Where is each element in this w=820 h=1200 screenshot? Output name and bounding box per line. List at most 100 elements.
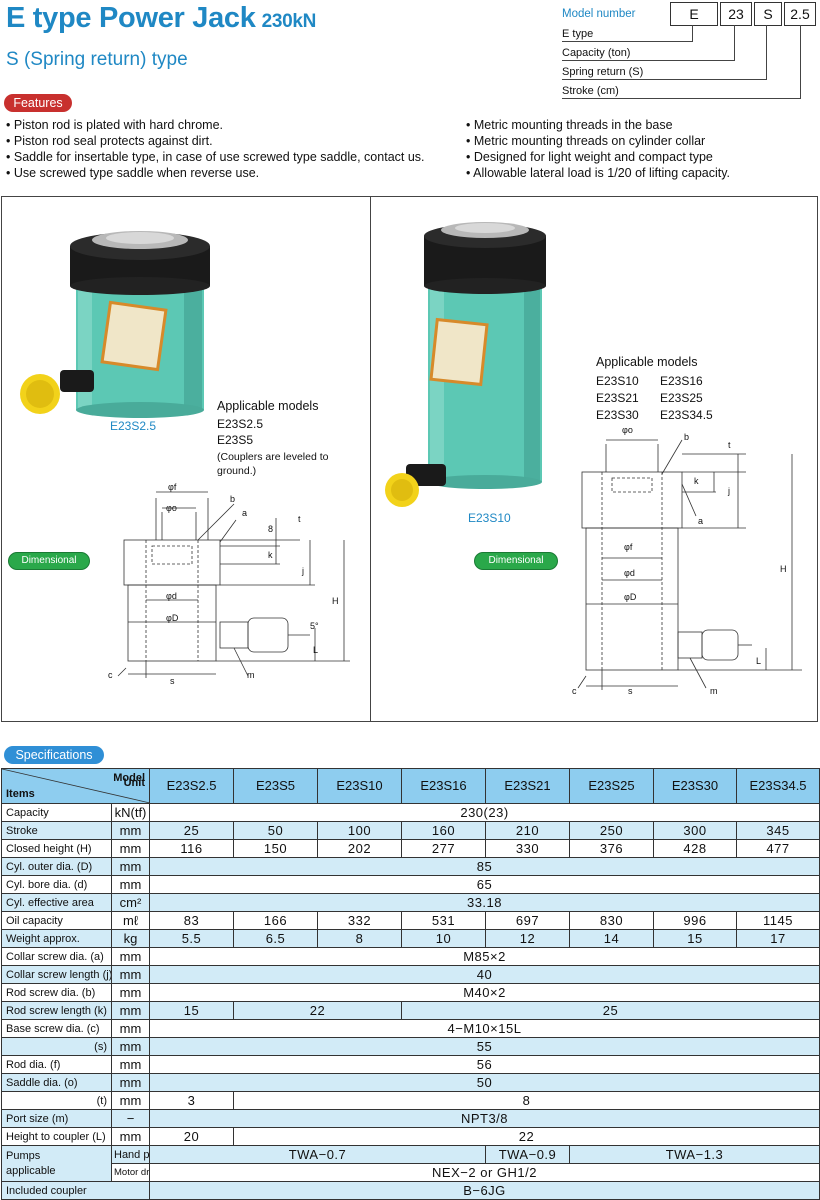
dim-label: s	[628, 686, 633, 696]
row-item-label: Rod screw dia. (b)	[1, 983, 112, 1002]
table-cell: 996	[653, 911, 737, 930]
dim-label: φf	[624, 542, 633, 552]
table-cell: 56	[149, 1055, 820, 1074]
row-item-label: Stroke	[1, 821, 112, 840]
table-cell: 428	[653, 839, 737, 858]
dim-label: s	[170, 676, 175, 686]
dim-label: t	[728, 440, 731, 450]
legend-line	[562, 79, 767, 80]
capacity-label: 230kN	[261, 11, 317, 32]
jack-photo-right	[385, 222, 546, 507]
row-unit: mm	[111, 1127, 150, 1146]
applicable-model: E23S10	[596, 374, 639, 388]
row-item-label: (s)	[1, 1037, 112, 1056]
table-cell: 20	[149, 1127, 234, 1146]
legend-line	[734, 25, 735, 60]
table-cell: TWA−1.3	[569, 1145, 820, 1164]
table-cell: 277	[401, 839, 486, 858]
row-unit: kN(tf)	[111, 803, 150, 822]
legend-line	[692, 25, 693, 41]
table-cell: 1145	[736, 911, 820, 930]
row-item-label: Cyl. effective area	[1, 893, 112, 912]
row-item-label: Collar screw length (j)	[1, 965, 112, 984]
dim-label: c	[572, 686, 577, 696]
row-unit: mm	[111, 965, 150, 984]
table-cell: 25	[149, 821, 234, 840]
dimensional-drawing-left	[117, 491, 350, 678]
dim-label: a	[698, 516, 704, 526]
legend-line	[562, 98, 801, 99]
feature-item: Metric mounting threads in the base	[466, 117, 730, 133]
dim-label: φf	[168, 482, 177, 492]
table-cell: 531	[401, 911, 486, 930]
legend-e-type: E type	[562, 28, 594, 40]
dim-label: 8	[268, 524, 274, 534]
table-cell: 150	[233, 839, 318, 858]
dim-label: b	[684, 432, 690, 442]
row-item-label: Capacity	[1, 803, 112, 822]
dim-label: j	[728, 486, 730, 496]
feature-item: Allowable lateral load is 1/20 of liftin…	[466, 165, 730, 181]
row-unit: mm	[111, 821, 150, 840]
table-cell: NEX−2 or GH1/2	[149, 1163, 820, 1182]
model-part-stroke: 2.5	[784, 2, 816, 26]
table-cell: 40	[149, 965, 820, 984]
model-column-header: E23S10	[317, 768, 402, 804]
row-unit: mm	[111, 1001, 150, 1020]
table-cell: 100	[317, 821, 402, 840]
row-item-label: Weight approx.	[1, 929, 112, 948]
table-cell: 332	[317, 911, 402, 930]
model-column-header: E23S34.5	[736, 768, 820, 804]
dimensional-drawing-badge-left: Dimensional drawing	[8, 552, 90, 582]
jack-photo-left	[20, 231, 210, 418]
row-unit: mm	[111, 1055, 150, 1074]
row-item-label: Base screw dia. (c)	[1, 1019, 112, 1038]
features-badge: Features	[4, 94, 72, 112]
applicable-model: E23S21	[596, 391, 639, 405]
applicable-title-right: Applicable models	[596, 355, 698, 369]
table-cell: 25	[401, 1001, 820, 1020]
title-text: E type Power Jack	[6, 2, 256, 34]
table-cell: 22	[233, 1001, 402, 1020]
model-column-header: E23S2.5	[149, 768, 234, 804]
applicable-model: E23S2.5	[217, 417, 264, 431]
row-unit: mm	[111, 1037, 150, 1056]
table-cell: 17	[736, 929, 820, 948]
corner-unit-label: Unit	[123, 777, 145, 789]
table-cell: 15	[149, 1001, 234, 1020]
row-item-label: Cyl. bore dia. (d)	[1, 875, 112, 894]
table-cell: 300	[653, 821, 737, 840]
dim-label: φo	[622, 425, 633, 435]
dim-label: a	[242, 508, 248, 518]
row-unit: mm	[111, 839, 150, 858]
row-unit: kg	[111, 929, 150, 948]
applicable-note: ground.)	[217, 465, 257, 477]
table-cell: 4−M10×15L	[149, 1019, 820, 1038]
row-unit: mm	[111, 947, 150, 966]
table-cell: NPT3/8	[149, 1109, 820, 1128]
table-cell: TWA−0.9	[485, 1145, 570, 1164]
included-coupler-label: Included coupler	[1, 1181, 150, 1200]
table-row: Motor driven pumpNEX−2 or GH1/2	[2, 1163, 820, 1182]
dim-label: 5°	[310, 621, 319, 631]
table-cell: 830	[569, 911, 654, 930]
table-cell: 477	[736, 839, 820, 858]
table-cell: 14	[569, 929, 654, 948]
dim-label: c	[108, 670, 113, 680]
dim-label: H	[780, 564, 787, 574]
row-item-label: Rod screw length (k)	[1, 1001, 112, 1020]
table-cell: 50	[233, 821, 318, 840]
